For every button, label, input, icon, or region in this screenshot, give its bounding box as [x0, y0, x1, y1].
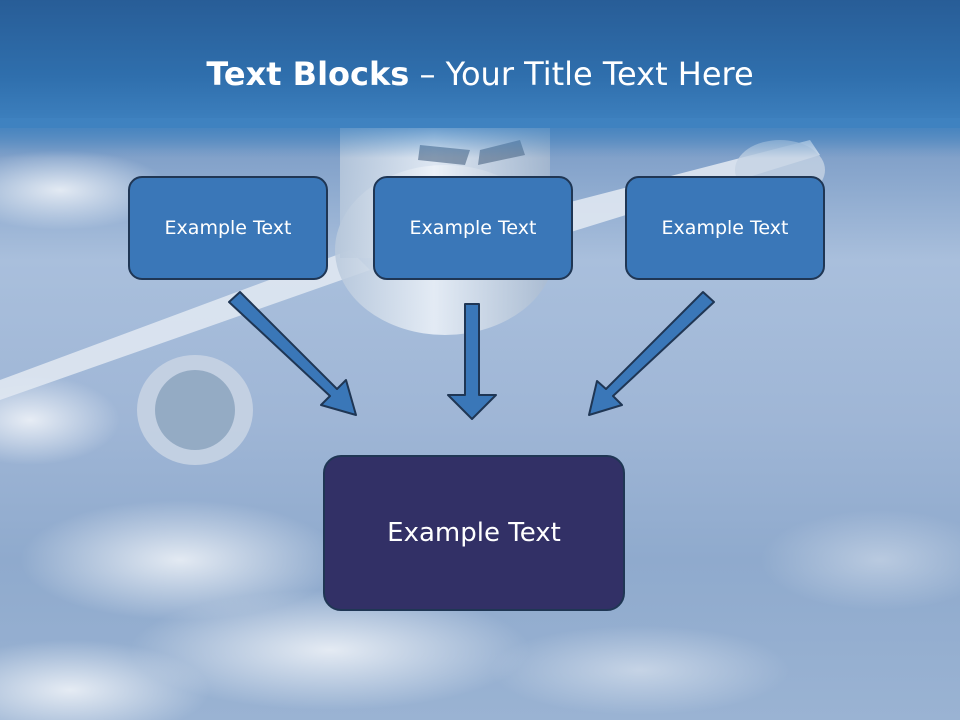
header-fade — [0, 118, 960, 158]
title-rest-text: Your Title Text Here — [445, 55, 754, 93]
slide-title: Text Blocks – Your Title Text Here — [0, 55, 960, 93]
arrow-left-down-right — [228, 291, 357, 416]
title-bold-text: Text Blocks — [206, 55, 410, 93]
text-block-left[interactable]: Example Text — [128, 176, 328, 280]
text-block-label: Example Text — [164, 217, 292, 239]
header-band — [0, 0, 960, 128]
main-block-label: Example Text — [387, 518, 561, 548]
text-block-right[interactable]: Example Text — [625, 176, 825, 280]
title-dash: – — [409, 55, 446, 93]
text-block-label: Example Text — [661, 217, 789, 239]
arrow-center-down — [447, 303, 497, 420]
text-block-center[interactable]: Example Text — [373, 176, 573, 280]
main-text-block[interactable]: Example Text — [323, 455, 625, 611]
arrow-right-down-left — [588, 291, 715, 416]
text-block-label: Example Text — [409, 217, 537, 239]
